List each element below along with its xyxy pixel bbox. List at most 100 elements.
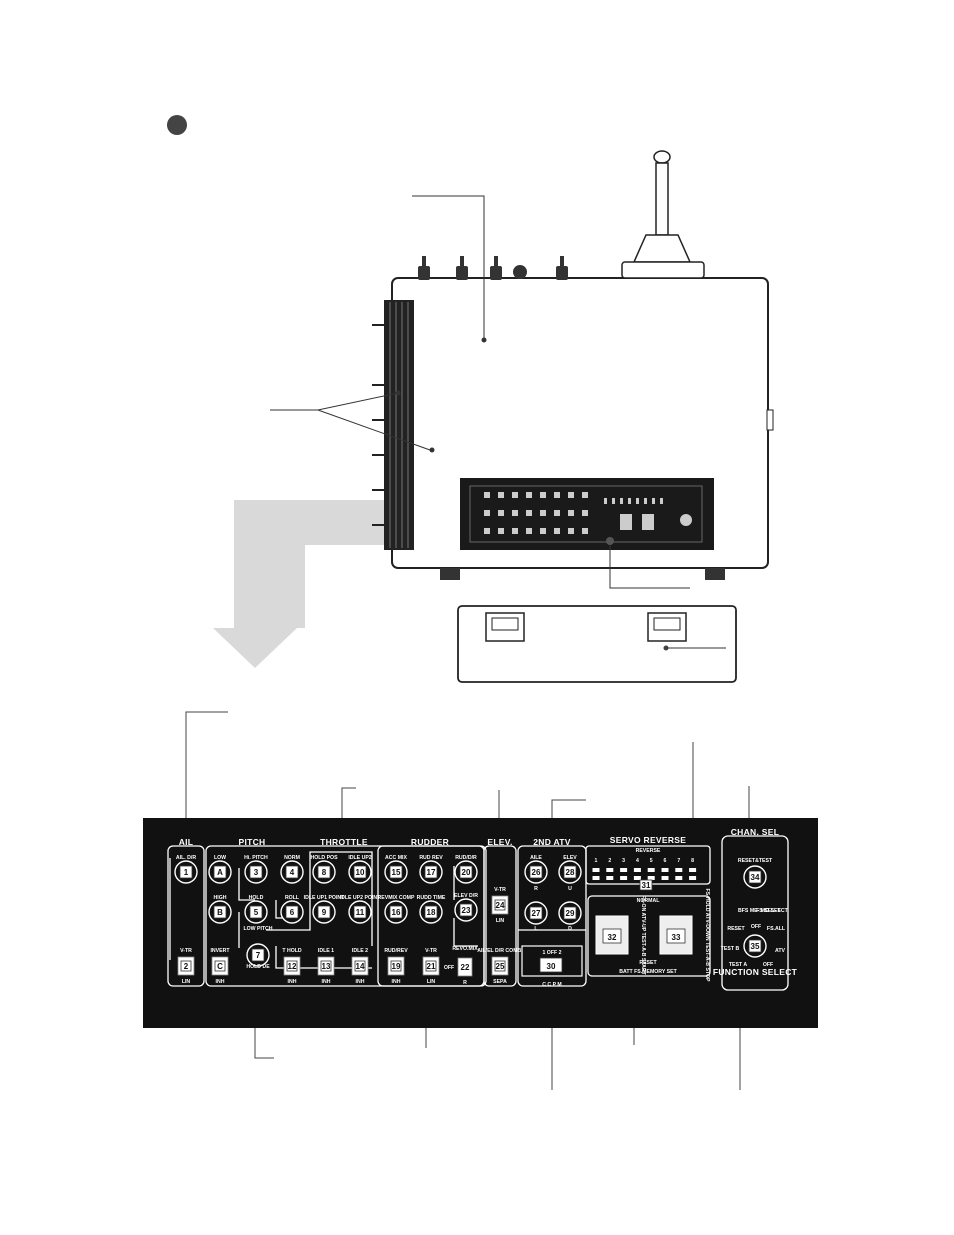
- slide-number: C: [217, 962, 223, 971]
- slide-number: 12: [288, 962, 297, 971]
- push-button-label: FS-ON ATV-UP TEST-A-B START: [640, 895, 646, 975]
- servo-reverse-channel[interactable]: 7: [675, 858, 683, 880]
- function-panel: [143, 818, 818, 1028]
- knob-11[interactable]: 11 IDLE UP2 POINT: [340, 895, 381, 924]
- atv-direction-label: R: [534, 886, 538, 892]
- ccpm-number: 30: [547, 962, 556, 971]
- slide-bottom-label: INH: [356, 979, 365, 985]
- servo-reverse-switch-31[interactable]: 31: [639, 879, 653, 891]
- slide-number: 14: [356, 962, 365, 971]
- slide-number: 19: [392, 962, 401, 971]
- knob-label: ELEV: [563, 855, 577, 861]
- function-select-position-label: OFF: [751, 924, 761, 930]
- slide-bottom-label: INH: [392, 979, 401, 985]
- knob-label: ELEV D/R: [454, 893, 478, 899]
- slide-bottom-label: INH: [322, 979, 331, 985]
- servo-reverse-channel[interactable]: 4: [633, 858, 641, 880]
- knob-number: 11: [356, 908, 365, 917]
- servo-reverse-channel[interactable]: 5: [647, 858, 655, 880]
- function-select-position-label: FS SEL- ECT: [756, 908, 789, 914]
- servo-reverse-channel[interactable]: 6: [661, 858, 669, 880]
- reverse-label: REVERSE: [636, 848, 661, 854]
- servo-channel-number: 5: [650, 858, 653, 864]
- ccpm-switch[interactable]: 30 1 OFF 2: [521, 945, 583, 977]
- function-select-position-label: BFS ME- MO SET: [738, 908, 781, 914]
- servo-channel-number: 1: [595, 858, 598, 864]
- knob-label: RUD REV: [419, 855, 443, 861]
- reset-label: RESET: [639, 960, 657, 966]
- knob-label: ROLL: [285, 895, 300, 901]
- servo-reverse-channel[interactable]: 2: [606, 858, 614, 880]
- servo-reverse-channel[interactable]: 3: [620, 858, 628, 880]
- knob-label: IDLE UP2 POINT: [340, 895, 381, 901]
- knob-27[interactable]: 27: [524, 901, 548, 925]
- section-throttle: THROTTLE: [320, 837, 368, 847]
- slide-number: 2: [184, 962, 189, 971]
- slide-switch-14[interactable]: 14 IDLE 2 INH: [351, 948, 369, 985]
- knob-number: 29: [566, 909, 575, 918]
- section-chan-sel: CHAN. SEL: [731, 827, 780, 837]
- servo-reverse-channel[interactable]: 8: [689, 858, 697, 880]
- slide-top-label: AIL/EL D/R COMBI: [477, 948, 523, 954]
- slide-bottom-label: LIN: [496, 918, 505, 924]
- section-pitch: PITCH: [239, 837, 266, 847]
- section-frames: [167, 835, 789, 991]
- slide-top-label: RUD/REV: [384, 948, 408, 954]
- function-select-position-label: FS.ALL: [767, 926, 786, 932]
- knob-29[interactable]: 29: [558, 901, 582, 925]
- mini-function-panel: [460, 478, 714, 550]
- top-toggles: [418, 256, 568, 280]
- knob-number: 18: [427, 908, 436, 917]
- revo-mix-label: REVO.MIX: [452, 946, 478, 952]
- servo-reverse-channel[interactable]: 1: [592, 858, 600, 880]
- knob-number: 4: [290, 868, 295, 877]
- slide-top-label: T HOLD: [282, 948, 302, 954]
- function-select-position-label: OFF: [763, 962, 773, 968]
- ccpm-scale: 1 OFF 2: [542, 950, 561, 956]
- slide-number: 13: [322, 962, 331, 971]
- servo-channel-number: 6: [664, 858, 667, 864]
- slide-top-label: IDLE 2: [352, 948, 368, 954]
- knob-number: 1: [184, 868, 189, 877]
- knob-3[interactable]: 3Hi. PITCH: [244, 855, 268, 884]
- knob-number: 17: [427, 868, 436, 877]
- section-2nd-atv: 2ND ATV: [533, 837, 571, 847]
- servo-switch-number: 31: [642, 881, 651, 890]
- knob-number: 34: [751, 873, 760, 882]
- slide-switch-19[interactable]: 19 RUD/REV INH: [384, 948, 408, 985]
- slide-top-label: V-TR: [180, 948, 192, 954]
- knob-17[interactable]: 17 RUD REV: [419, 855, 443, 884]
- knob-35[interactable]: 35: [743, 934, 767, 958]
- knob-number: 3: [254, 868, 259, 877]
- knob-number: 8: [322, 868, 327, 877]
